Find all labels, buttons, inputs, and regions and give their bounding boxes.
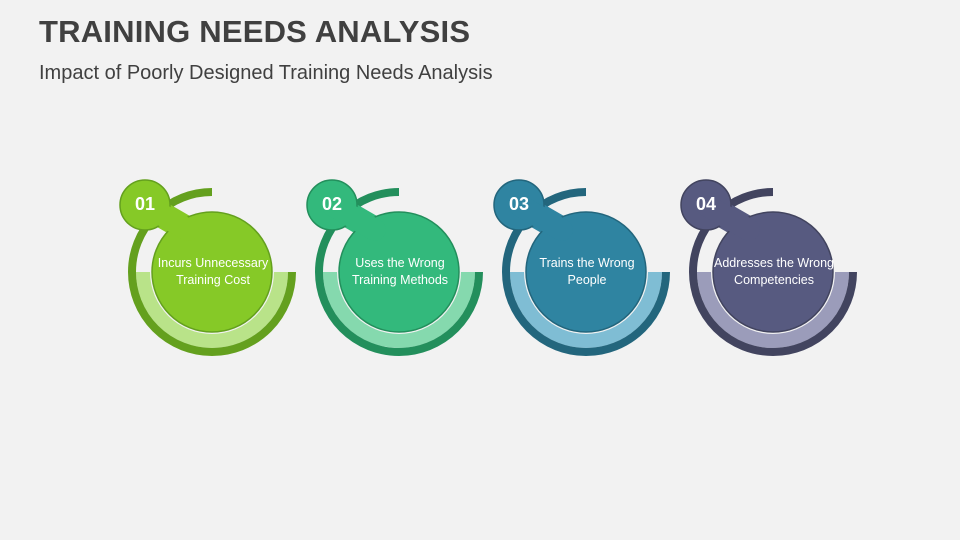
step-number: 02 [321,194,343,214]
step-item-04: 04 Addresses the Wrong Competencies [671,176,871,366]
step-text: Uses the Wrong Training Methods [351,256,449,287]
step-number: 01 [134,194,156,214]
step-text: Trains the Wrong People [539,256,635,287]
step-graphic [493,179,670,356]
page-subtitle: Impact of Poorly Designed Training Needs… [39,62,493,84]
step-item-03: 03 Trains the Wrong People [484,176,684,366]
step-text: Incurs Unnecessary Training Cost [157,256,269,287]
step-graphic [306,179,483,356]
light-band-shape [697,272,849,348]
light-band-shape [136,272,288,348]
main-circle [712,211,834,333]
step-text: Addresses the Wrong Competencies [714,256,834,287]
step-number: 03 [508,194,530,214]
step-item-02: 02 Uses the Wrong Training Methods [297,176,497,366]
light-band-shape [510,272,662,348]
page-title: TRAINING NEEDS ANALYSIS [39,14,471,49]
main-circle [151,211,273,333]
step-graphic [680,179,857,356]
light-band-shape [323,272,475,348]
step-item-01: 01 Incurs Unnecessary Training Cost [110,176,310,366]
step-number: 04 [695,194,717,214]
main-circle [338,211,460,333]
main-circle [525,211,647,333]
step-graphic [119,179,296,356]
